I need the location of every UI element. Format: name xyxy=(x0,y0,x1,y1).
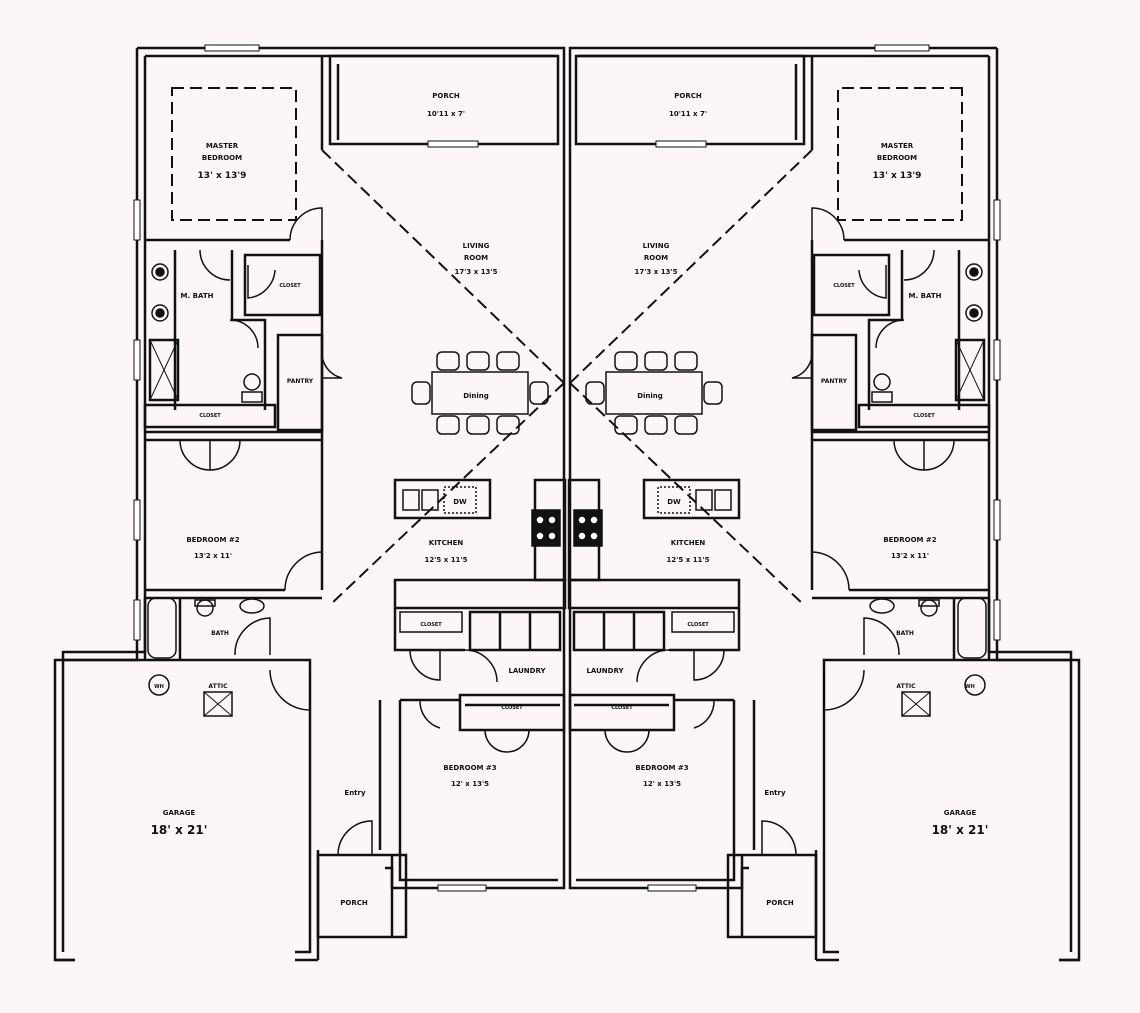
closet-label: CLOSET xyxy=(611,705,633,711)
dining-label: Dining xyxy=(463,392,489,400)
dishwasher-label: DW xyxy=(667,498,681,506)
closet-label: CLOSET xyxy=(199,413,221,419)
living-room-size: 17'3 x 13'5 xyxy=(635,268,678,276)
bedroom-3-label: BEDROOM #3 xyxy=(443,764,496,772)
closet-label: CLOSET xyxy=(833,283,855,289)
entry-label: Entry xyxy=(764,789,786,797)
porch-top-label: PORCH xyxy=(674,92,702,100)
windows xyxy=(133,44,487,892)
bedroom-2-size: 13'2 x 11' xyxy=(194,552,232,560)
walls xyxy=(53,46,567,962)
master-bath-label: M. BATH xyxy=(909,292,942,300)
garage-size: 18' x 21' xyxy=(151,823,208,837)
bedroom-3-size: 12' x 13'5 xyxy=(451,780,489,788)
bath-label: BATH xyxy=(211,630,229,637)
vaulted-ceiling-lines xyxy=(171,87,565,606)
bedroom-2-label: BEDROOM #2 xyxy=(883,536,936,544)
laundry-label: LAUNDRY xyxy=(508,667,546,675)
bath-label: BATH xyxy=(896,630,914,637)
kitchen-size: 12'5 x 11'5 xyxy=(667,556,710,564)
dining-label: Dining xyxy=(637,392,663,400)
kitchen-size: 12'5 x 11'5 xyxy=(425,556,468,564)
kitchen-label: KITCHEN xyxy=(671,539,706,547)
attic-label: ATTIC xyxy=(208,683,228,690)
master-bedroom-label-1: MASTER xyxy=(206,142,239,150)
fixtures xyxy=(147,263,561,717)
unit-left: PORCH 10'11 x 7' MASTER BEDROOM 13' x 13… xyxy=(53,44,567,962)
living-room-label-2: ROOM xyxy=(644,254,668,262)
closet-label: CLOSET xyxy=(279,283,301,289)
room-labels: PORCH 10'11 x 7' MASTER BEDROOM 13' x 13… xyxy=(151,92,547,907)
garage-label: GARAGE xyxy=(944,809,977,817)
bedroom-2-size: 13'2 x 11' xyxy=(891,552,929,560)
bedroom-2-label: BEDROOM #2 xyxy=(186,536,239,544)
garage-size: 18' x 21' xyxy=(932,823,989,837)
living-room-label-2: ROOM xyxy=(464,254,488,262)
doors xyxy=(604,207,955,856)
closet-label: CLOSET xyxy=(420,622,442,628)
unit-right xyxy=(567,44,1081,962)
living-room-size: 17'3 x 13'5 xyxy=(455,268,498,276)
bedroom-3-label: BEDROOM #3 xyxy=(635,764,688,772)
water-heater-label: WH xyxy=(965,684,975,690)
kitchen-label: KITCHEN xyxy=(429,539,464,547)
porch-top-size: 10'11 x 7' xyxy=(427,110,465,118)
water-heater-label: WH xyxy=(154,684,164,690)
windows xyxy=(647,44,1001,892)
living-room-label-1: LIVING xyxy=(463,242,490,250)
porch-top-size: 10'11 x 7' xyxy=(669,110,707,118)
master-bedroom-size: 13' x 13'9 xyxy=(873,171,922,181)
porch-front-label: PORCH xyxy=(766,899,794,907)
attic-label: ATTIC xyxy=(896,683,916,690)
fixtures xyxy=(573,263,987,717)
entry-label: Entry xyxy=(344,789,366,797)
dishwasher-label: DW xyxy=(453,498,467,506)
bedroom-3-size: 12' x 13'5 xyxy=(643,780,681,788)
closet-label: CLOSET xyxy=(687,622,709,628)
pantry-label: PANTRY xyxy=(287,378,314,385)
master-bedroom-label-2: BEDROOM xyxy=(202,154,242,162)
porch-top-label: PORCH xyxy=(432,92,460,100)
master-bedroom-size: 13' x 13'9 xyxy=(198,171,247,181)
master-bedroom-label-1: MASTER xyxy=(881,142,914,150)
pantry-label: PANTRY xyxy=(821,378,848,385)
walls xyxy=(567,46,1081,962)
vaulted-ceiling-lines xyxy=(569,87,963,606)
doors xyxy=(179,207,530,856)
closet-label: CLOSET xyxy=(913,413,935,419)
room-labels-right: PORCH 10'11 x 7' MASTER BEDROOM 13' x 13… xyxy=(586,92,988,907)
garage-label: GARAGE xyxy=(163,809,196,817)
master-bath-label: M. BATH xyxy=(181,292,214,300)
porch-front-label: PORCH xyxy=(340,899,368,907)
living-room-label-1: LIVING xyxy=(643,242,670,250)
laundry-label: LAUNDRY xyxy=(586,667,624,675)
master-bedroom-label-2: BEDROOM xyxy=(877,154,917,162)
closet-label: CLOSET xyxy=(501,705,523,711)
